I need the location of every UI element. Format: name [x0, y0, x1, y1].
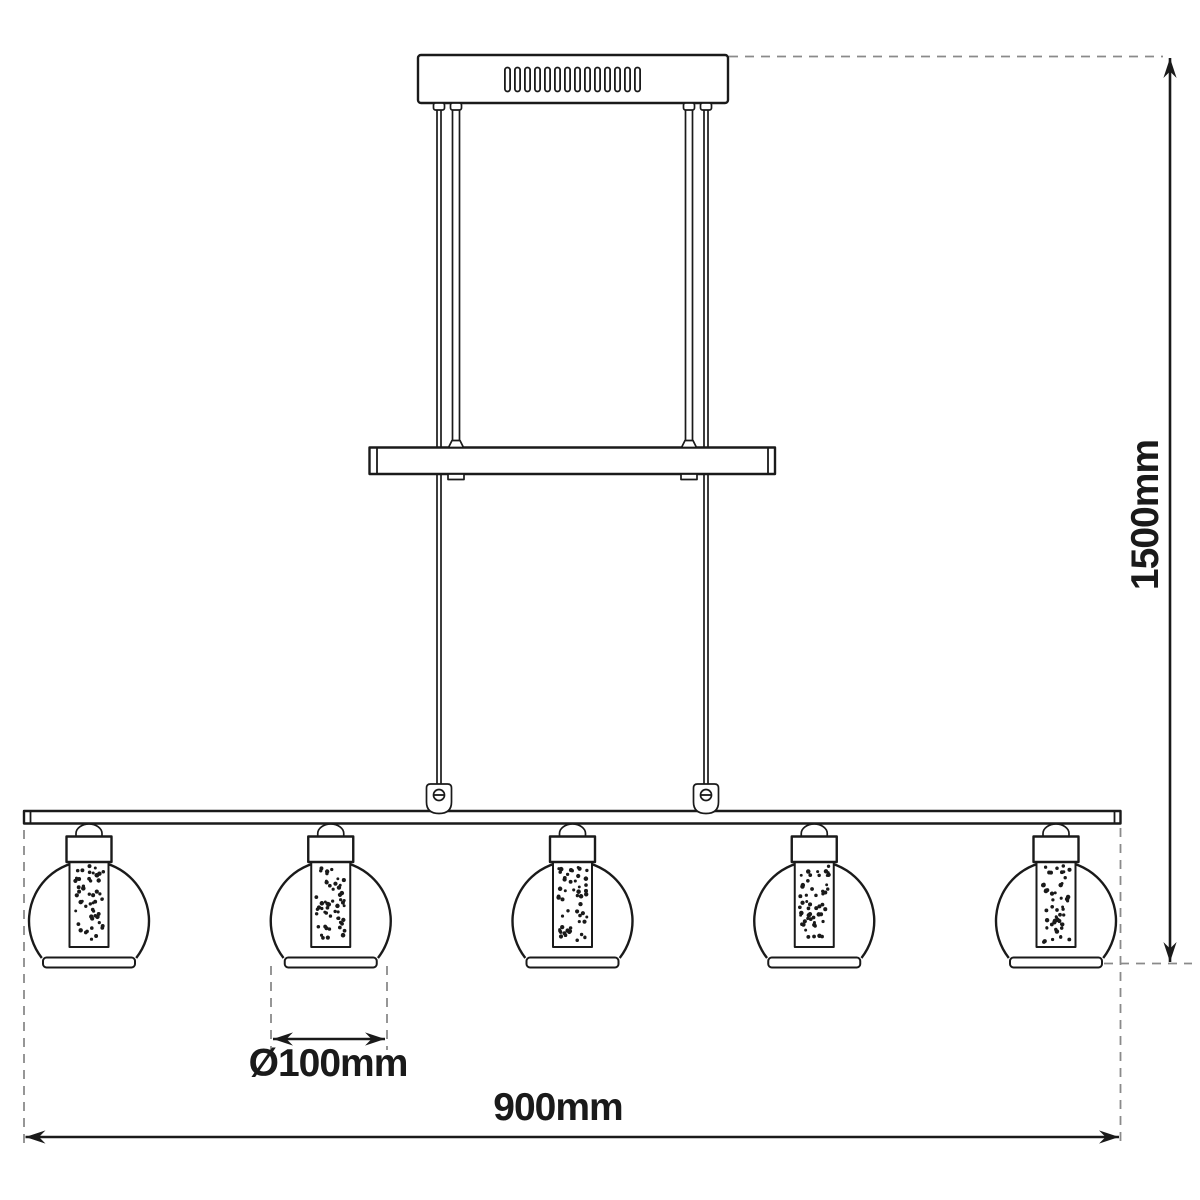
suspension-rod-left — [451, 102, 461, 448]
suspension-cable-left — [436, 102, 442, 787]
canopy-vent-slot — [564, 66, 572, 93]
lamp-shade — [511, 822, 634, 969]
middle-bar-body — [368, 446, 777, 476]
lamp-shade-assembly — [994, 822, 1118, 969]
canopy-vent-slot — [594, 66, 602, 93]
dimension-label-width: 900mm — [493, 1086, 622, 1129]
bottom-bar — [22, 809, 1122, 825]
bubble-dots — [314, 866, 347, 940]
cable-grippers — [425, 783, 720, 815]
canopy-vent-slot — [514, 66, 522, 93]
rod-foot — [680, 439, 698, 449]
canopy-body — [416, 53, 730, 105]
dimension-overall-width: 900mm — [23, 828, 1122, 1146]
canopy-vent-slot — [534, 66, 542, 93]
bubble-dots — [1040, 864, 1072, 944]
ceiling-canopy — [416, 53, 730, 105]
lamp-shade-assembly — [27, 822, 151, 969]
canopy-mount-fitting — [432, 102, 446, 111]
suspension-cable-right — [703, 102, 709, 787]
lamp-shade — [269, 822, 392, 969]
canopy-vent-slot — [614, 66, 622, 93]
canopy-vent-slot — [634, 66, 642, 93]
middle-bar — [368, 439, 777, 481]
lamp-shades — [27, 822, 1118, 969]
dimension-label-height: 1500mm — [1124, 440, 1167, 590]
bar-fixing-tab — [680, 473, 698, 481]
bubble-dots — [556, 866, 589, 943]
bar-fixing-tab — [447, 473, 465, 481]
lamp-shade-assembly — [269, 822, 392, 969]
bubble-dots — [73, 864, 106, 941]
canopy-vent-slot — [554, 66, 562, 93]
lamp-shade-assembly — [511, 822, 634, 969]
canopy-vent-slot — [544, 66, 552, 93]
canopy-vent-slot — [624, 66, 632, 93]
bottom-bar-body — [22, 809, 1122, 825]
rod-foot — [447, 439, 465, 449]
canopy-vent-slot — [574, 66, 582, 93]
dimension-shade-diameter: Ø100mm — [249, 966, 408, 1085]
canopy-mount-fitting — [682, 102, 696, 111]
lamp-shade-assembly — [753, 822, 876, 969]
dimension-overall-height: 1500mm — [729, 55, 1192, 965]
lamp-shade — [994, 822, 1118, 969]
canopy-vent-slot — [584, 66, 592, 93]
canopy-mount-fitting — [449, 102, 463, 111]
canopy-vent-slot — [503, 66, 511, 93]
suspension-system — [432, 102, 713, 787]
canopy-vent-slot — [604, 66, 612, 93]
bubble-dots — [798, 864, 831, 939]
canopy-vent-slot — [524, 66, 532, 93]
canopy-mount-fitting — [699, 102, 713, 111]
suspension-rod-right — [684, 102, 694, 448]
canopy-vent-slots — [503, 66, 642, 93]
dimension-label-diameter: Ø100mm — [249, 1042, 408, 1085]
